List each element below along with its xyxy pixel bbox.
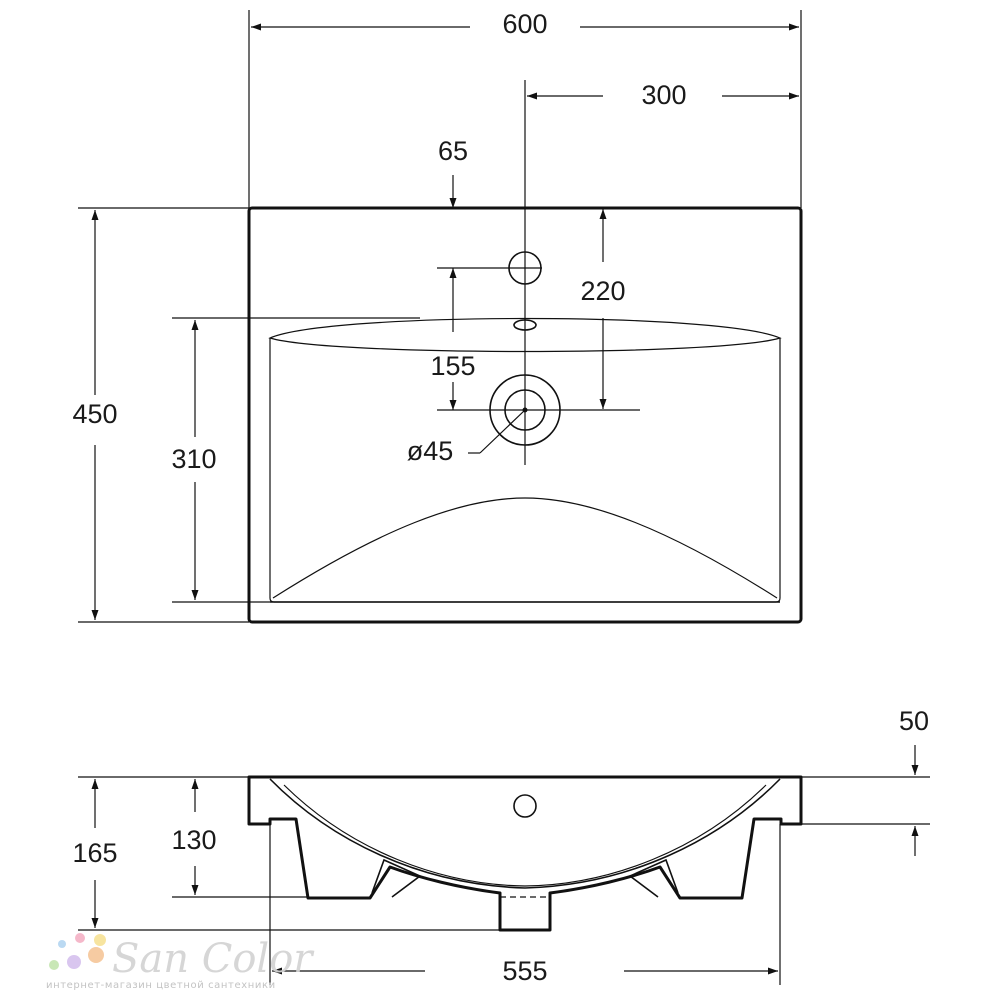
dim-label-diameter: ø45 bbox=[407, 436, 454, 466]
watermark-brand: San Color bbox=[112, 936, 315, 982]
dim-label-155: 155 bbox=[430, 351, 475, 381]
watermark-logo: San Color интернет-магазин цветной санте… bbox=[46, 933, 315, 991]
support-rib-right bbox=[628, 858, 679, 898]
dim-label-555: 555 bbox=[502, 956, 547, 986]
dim-label-220: 220 bbox=[580, 276, 625, 306]
bowl-section-inner bbox=[283, 784, 526, 887]
bowl-ridge-curve bbox=[272, 497, 778, 599]
tap-hole-side bbox=[513, 794, 537, 818]
dimension-lines-top bbox=[91, 23, 799, 620]
dim-label-130: 130 bbox=[171, 825, 216, 855]
watermark-dot bbox=[58, 940, 66, 948]
watermark-tagline: интернет-магазин цветной сантехники bbox=[46, 980, 276, 991]
dim-label-450: 450 bbox=[72, 399, 117, 429]
bowl-section-inner-right bbox=[524, 784, 767, 887]
watermark-dots bbox=[49, 933, 106, 970]
bowl-section-outer bbox=[269, 778, 781, 889]
extension-lines-side bbox=[78, 776, 930, 985]
dim-label-600: 600 bbox=[502, 9, 547, 39]
watermark-dot bbox=[49, 960, 59, 970]
dim-label-50: 50 bbox=[899, 706, 929, 736]
watermark-dot bbox=[94, 934, 106, 946]
watermark-dot bbox=[88, 947, 104, 963]
support-rib-left bbox=[371, 858, 422, 898]
dim-label-300: 300 bbox=[641, 80, 686, 110]
extension-lines-top bbox=[78, 10, 802, 623]
watermark-dot bbox=[75, 933, 85, 943]
basin-outline-side bbox=[247, 775, 803, 932]
dim-label-310: 310 bbox=[171, 444, 216, 474]
dimension-labels-side: 50 165 130 555 bbox=[72, 706, 929, 986]
watermark-dot bbox=[67, 955, 81, 969]
leader-diameter bbox=[479, 409, 526, 454]
dim-label-65: 65 bbox=[438, 136, 468, 166]
side-view bbox=[247, 775, 803, 932]
dimension-lines-side bbox=[91, 745, 919, 975]
dim-label-165: 165 bbox=[72, 838, 117, 868]
dimension-labels-top: 600 300 65 220 155 ø45 450 310 bbox=[72, 9, 686, 474]
